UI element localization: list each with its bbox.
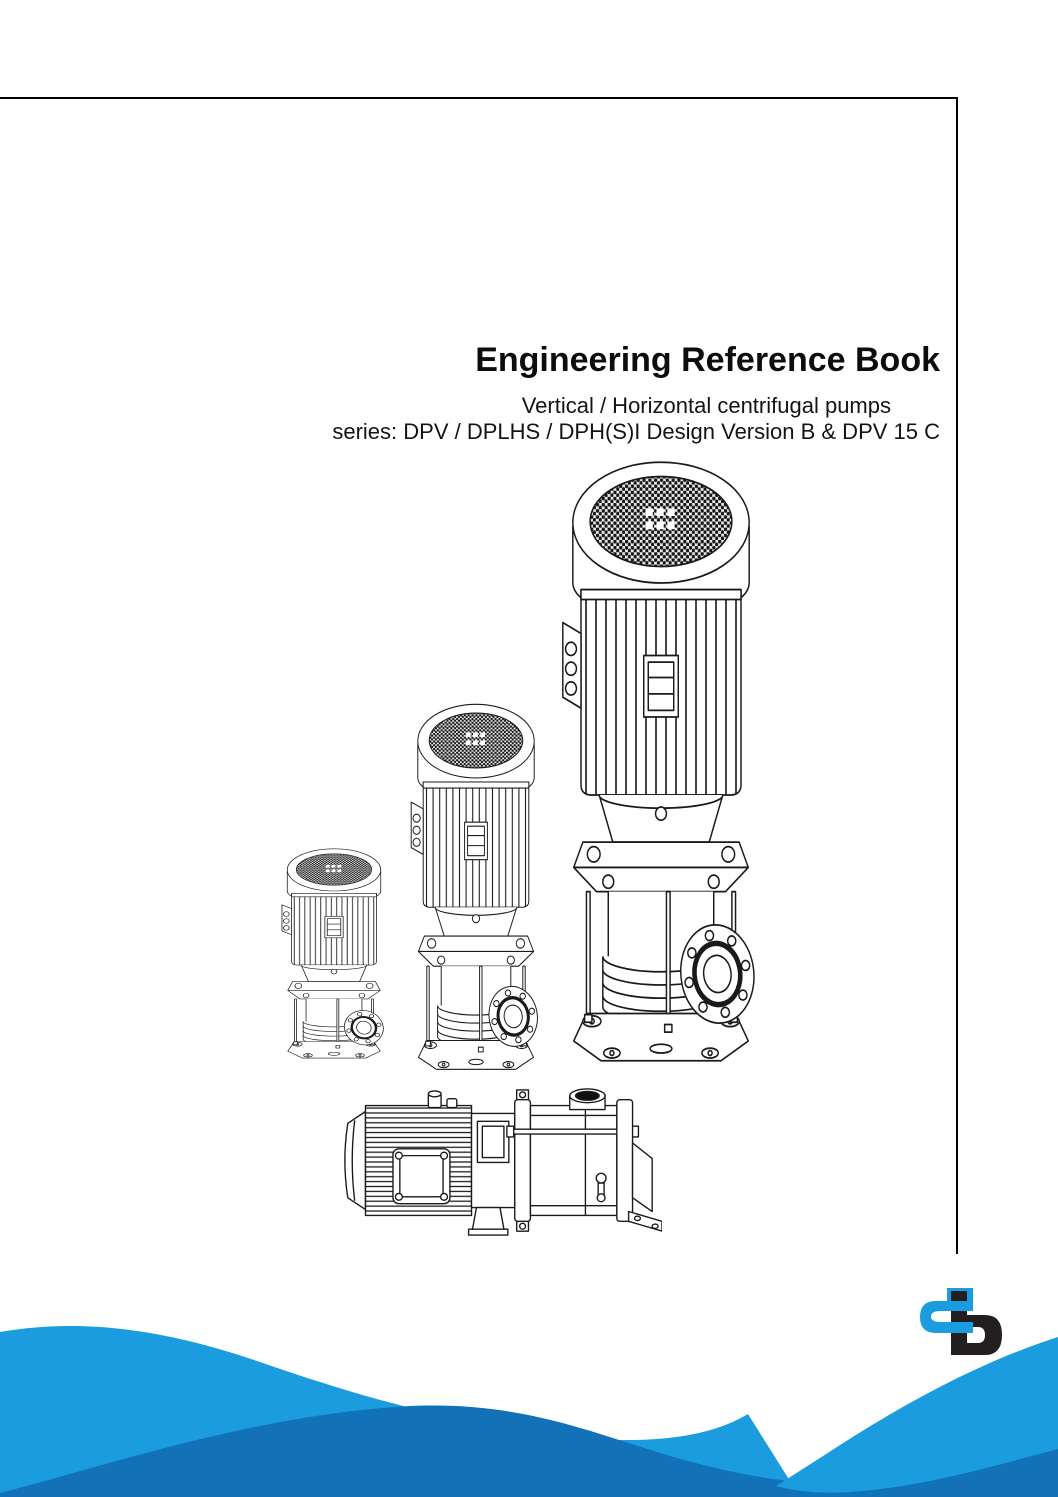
series-line: series: DPV / DPLHS / DPH(S)I Design Ver… [332,419,940,444]
large-vertical-pump-illustration [561,460,761,1075]
dp-pumps-logo [920,1288,1002,1355]
page-subtitle: Vertical / Horizontal centrifugal pumps [521,393,891,418]
logo-letter-d [920,1301,973,1333]
wave-dark [0,1405,1058,1497]
medium-vertical-pump-illustration [410,703,542,1071]
footer-wave-graphic [0,1325,1058,1497]
title-block: Engineering Reference Book Vertical / Ho… [0,341,940,445]
small-vertical-pump-illustration [281,848,387,1060]
wave-light-right [776,1337,1058,1493]
page-border [0,97,958,1254]
page-title: Engineering Reference Book [475,341,940,379]
horizontal-pump-illustration [344,1088,662,1236]
